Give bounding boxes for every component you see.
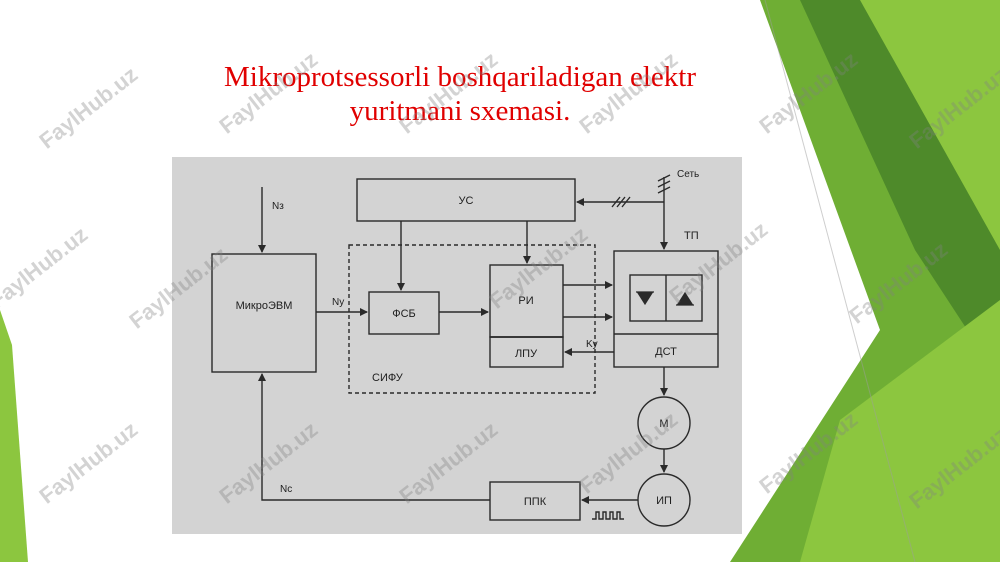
- green-divider-line: [764, 0, 916, 562]
- set-label: Сеть: [677, 169, 699, 180]
- lpu-label: ЛПУ: [515, 348, 538, 360]
- title-line-2: yuritmani sxemasi.: [349, 95, 571, 127]
- k-y-label: Kу: [586, 339, 598, 350]
- title-line-1: Mikroprotsessorli boshqariladigan elektr: [224, 61, 696, 93]
- tp-label: ТП: [684, 230, 699, 242]
- green-shape-bottom: [800, 300, 1000, 562]
- green-shape-light: [860, 0, 1000, 250]
- n-c-label: Nс: [280, 484, 292, 495]
- mikro-evm-block: [211, 253, 317, 373]
- dst-label: ДСТ: [655, 346, 677, 358]
- block-diagram-image: МикроЭВМ УС ФСБ РИ ЛПУ ДСТ ППК М ИП СИФУ…: [172, 157, 742, 534]
- sifu-label: СИФУ: [372, 372, 404, 384]
- n-z-label: Nз: [272, 201, 284, 212]
- ppk-label: ППК: [524, 496, 547, 508]
- mikro-evm-label: МикроЭВМ: [236, 300, 293, 312]
- fsb-label: ФСБ: [392, 308, 416, 320]
- ri-label: РИ: [518, 295, 533, 307]
- ppk-block: [489, 481, 581, 521]
- tp-block: [613, 250, 719, 368]
- block-diagram: МикроЭВМ УС ФСБ РИ ЛПУ ДСТ ППК М ИП СИФУ…: [211, 169, 719, 527]
- us-label: УС: [459, 195, 474, 207]
- motor-label: М: [659, 418, 668, 430]
- ip-label: ИП: [656, 495, 672, 507]
- fsb-block: [368, 291, 440, 335]
- lpu-block: [489, 336, 564, 368]
- us-block: [356, 178, 576, 222]
- sifu-region: [348, 244, 596, 394]
- green-shape-left: [0, 310, 28, 562]
- n-u-label: Nу: [332, 297, 344, 308]
- slide-title: Mikroprotsessorli boshqariladigan elektr…: [150, 60, 770, 128]
